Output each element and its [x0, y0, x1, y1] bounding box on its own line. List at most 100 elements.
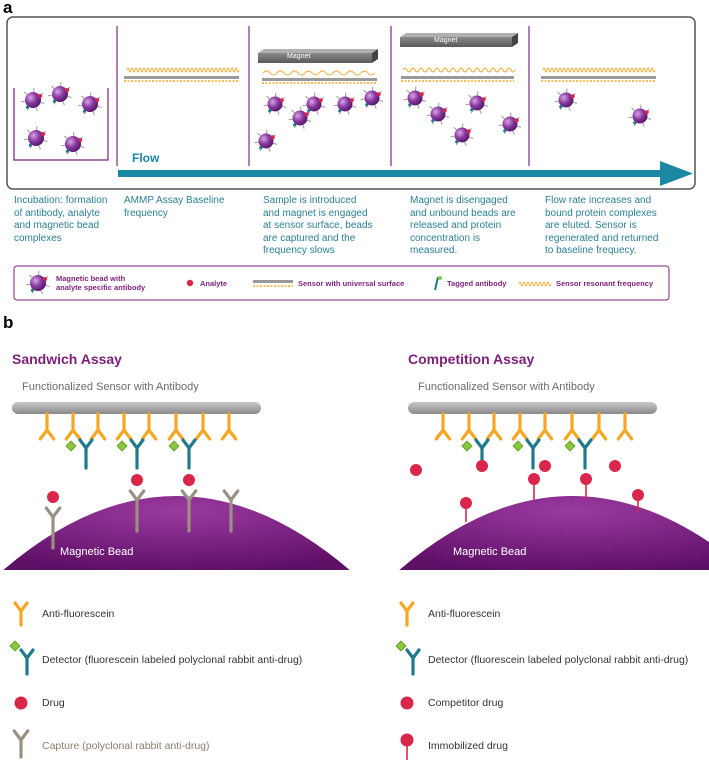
magnet-disengaged	[400, 33, 518, 47]
magnetic-bead	[255, 130, 277, 152]
tag-dot	[633, 121, 636, 124]
tag-dot	[31, 289, 34, 292]
tag-dot	[559, 105, 562, 108]
bead-antibody	[348, 111, 349, 115]
anti-fluorescein-antibody-arm-right	[572, 430, 579, 439]
detector-antibody	[183, 440, 195, 468]
step-3-text: Sample is introduced and magnet is engag…	[263, 195, 373, 258]
bead-sphere	[30, 275, 46, 291]
magnetic-bead	[24, 126, 47, 149]
bead-antibody	[379, 100, 383, 101]
tagged-antibody-icon	[435, 277, 438, 290]
bead-antibody	[68, 96, 72, 97]
competition-sensor-label: Functionalized Sensor with Antibody	[418, 381, 595, 393]
magnetic-bead	[78, 92, 101, 115]
bead-antibody	[404, 99, 408, 100]
anti-fluorescein-antibody-arm-left	[592, 430, 599, 439]
detector-antibody	[80, 440, 92, 468]
anti-fluorescein-antibody	[462, 414, 476, 439]
bead-antibody	[484, 105, 488, 106]
tag-dot	[365, 103, 368, 106]
legend-sensor-label: Sensor with universal surface	[298, 279, 404, 288]
fluorescein-label	[66, 441, 76, 451]
analyte-dot	[38, 94, 42, 98]
anti-fluorescein-antibody-arm-left	[538, 430, 545, 439]
detector-antibody	[131, 440, 143, 468]
bead-antibody	[364, 90, 367, 93]
bead-antibody	[441, 121, 442, 125]
anti-fluorescein-antibody-arm-right	[47, 430, 54, 439]
analyte-dot	[645, 110, 649, 114]
bead-antibody	[466, 104, 470, 105]
legend-left-detector: Detector (fluorescein labeled polyclonal…	[42, 654, 302, 666]
bead-antibody	[273, 143, 277, 144]
drug	[183, 474, 195, 486]
analyte-dot	[420, 92, 424, 96]
magnetic-bead-large	[397, 496, 709, 572]
detector-antibody	[579, 440, 591, 468]
fluorescein-label	[117, 441, 127, 451]
sandwich-bead-label: Magnetic Bead	[60, 546, 133, 558]
magnetic-bead	[629, 105, 651, 127]
panel-a-letter: a	[3, 0, 12, 18]
bead-antibody	[63, 101, 64, 105]
magnetic-bead	[404, 87, 426, 109]
bead-antibody	[480, 110, 481, 114]
resonant-legend-icon	[519, 282, 551, 286]
magnet-engaged	[258, 49, 378, 63]
bead-antibody	[81, 146, 85, 147]
resonant-wave-step4	[403, 68, 515, 72]
bead-antibody	[558, 92, 561, 95]
anti-fluorescein-antibody-arm-left	[169, 430, 176, 439]
bead-antibody	[26, 284, 30, 285]
bead-antibody	[502, 116, 505, 119]
competition-bead-label: Magnetic Bead	[453, 546, 526, 558]
immobilized-drug	[632, 489, 644, 501]
immobilized-drug	[580, 473, 592, 485]
analyte-dot	[443, 108, 447, 112]
analyte-dot	[319, 98, 323, 102]
flow-arrow	[118, 161, 693, 186]
panel-b-legend-icons	[10, 603, 419, 760]
anti-fluorescein-antibody-arm-left	[40, 430, 47, 439]
bead-antibody	[269, 148, 270, 152]
magnetic-bead	[48, 82, 71, 105]
anti-fluorescein-antibody-arm-right	[98, 430, 105, 439]
bead-antibody	[317, 111, 318, 115]
anti-fluorescein-antibody-arm-right	[599, 430, 606, 439]
bead-antibody	[334, 105, 338, 106]
bead-antibody	[303, 105, 307, 106]
anti-fluorescein-antibody	[538, 414, 552, 439]
legend-analyte-label: Analyte	[200, 279, 227, 288]
magnet-engaged-body	[258, 53, 372, 63]
anti-fluorescein-antibody-arm-right	[469, 430, 476, 439]
bead-antibody	[407, 90, 410, 93]
competitor-drug	[410, 464, 422, 476]
sensor-step5	[541, 76, 656, 79]
legend-detector-icon	[407, 650, 419, 674]
anti-fluorescein-antibody	[196, 414, 210, 439]
bead-antibody	[465, 142, 466, 146]
tag-dot	[470, 108, 473, 111]
immobilized-drug	[460, 497, 472, 509]
capture-antibody-arm-left	[130, 491, 137, 500]
anti-fluorescein-antibody-arm-left	[117, 430, 124, 439]
drug	[47, 491, 59, 503]
sensor-strips	[124, 68, 656, 83]
legend-anti-fluorescein-icon	[15, 603, 27, 625]
bead-antibody	[337, 96, 340, 99]
bead-antibody	[24, 92, 27, 95]
anti-fluorescein-antibody-arm-left	[565, 430, 572, 439]
legend-left-capture: Capture (polyclonal rabbit anti-drug)	[42, 740, 210, 752]
analyte-dot	[43, 277, 47, 281]
tag-dot	[53, 100, 56, 103]
bead-antibody	[307, 120, 311, 121]
panel-b-letter: b	[3, 313, 13, 333]
bead-antibody	[454, 127, 457, 130]
bead-antibody	[303, 125, 304, 129]
legend-left-anti-fluorescein: Anti-fluorescein	[42, 608, 114, 620]
fluorescein-label	[169, 441, 179, 451]
legend-anti-fluorescein-icon	[401, 603, 413, 625]
legend-anti-fluorescein-icon-arm-right	[407, 603, 413, 611]
bead-antibody	[513, 131, 514, 135]
